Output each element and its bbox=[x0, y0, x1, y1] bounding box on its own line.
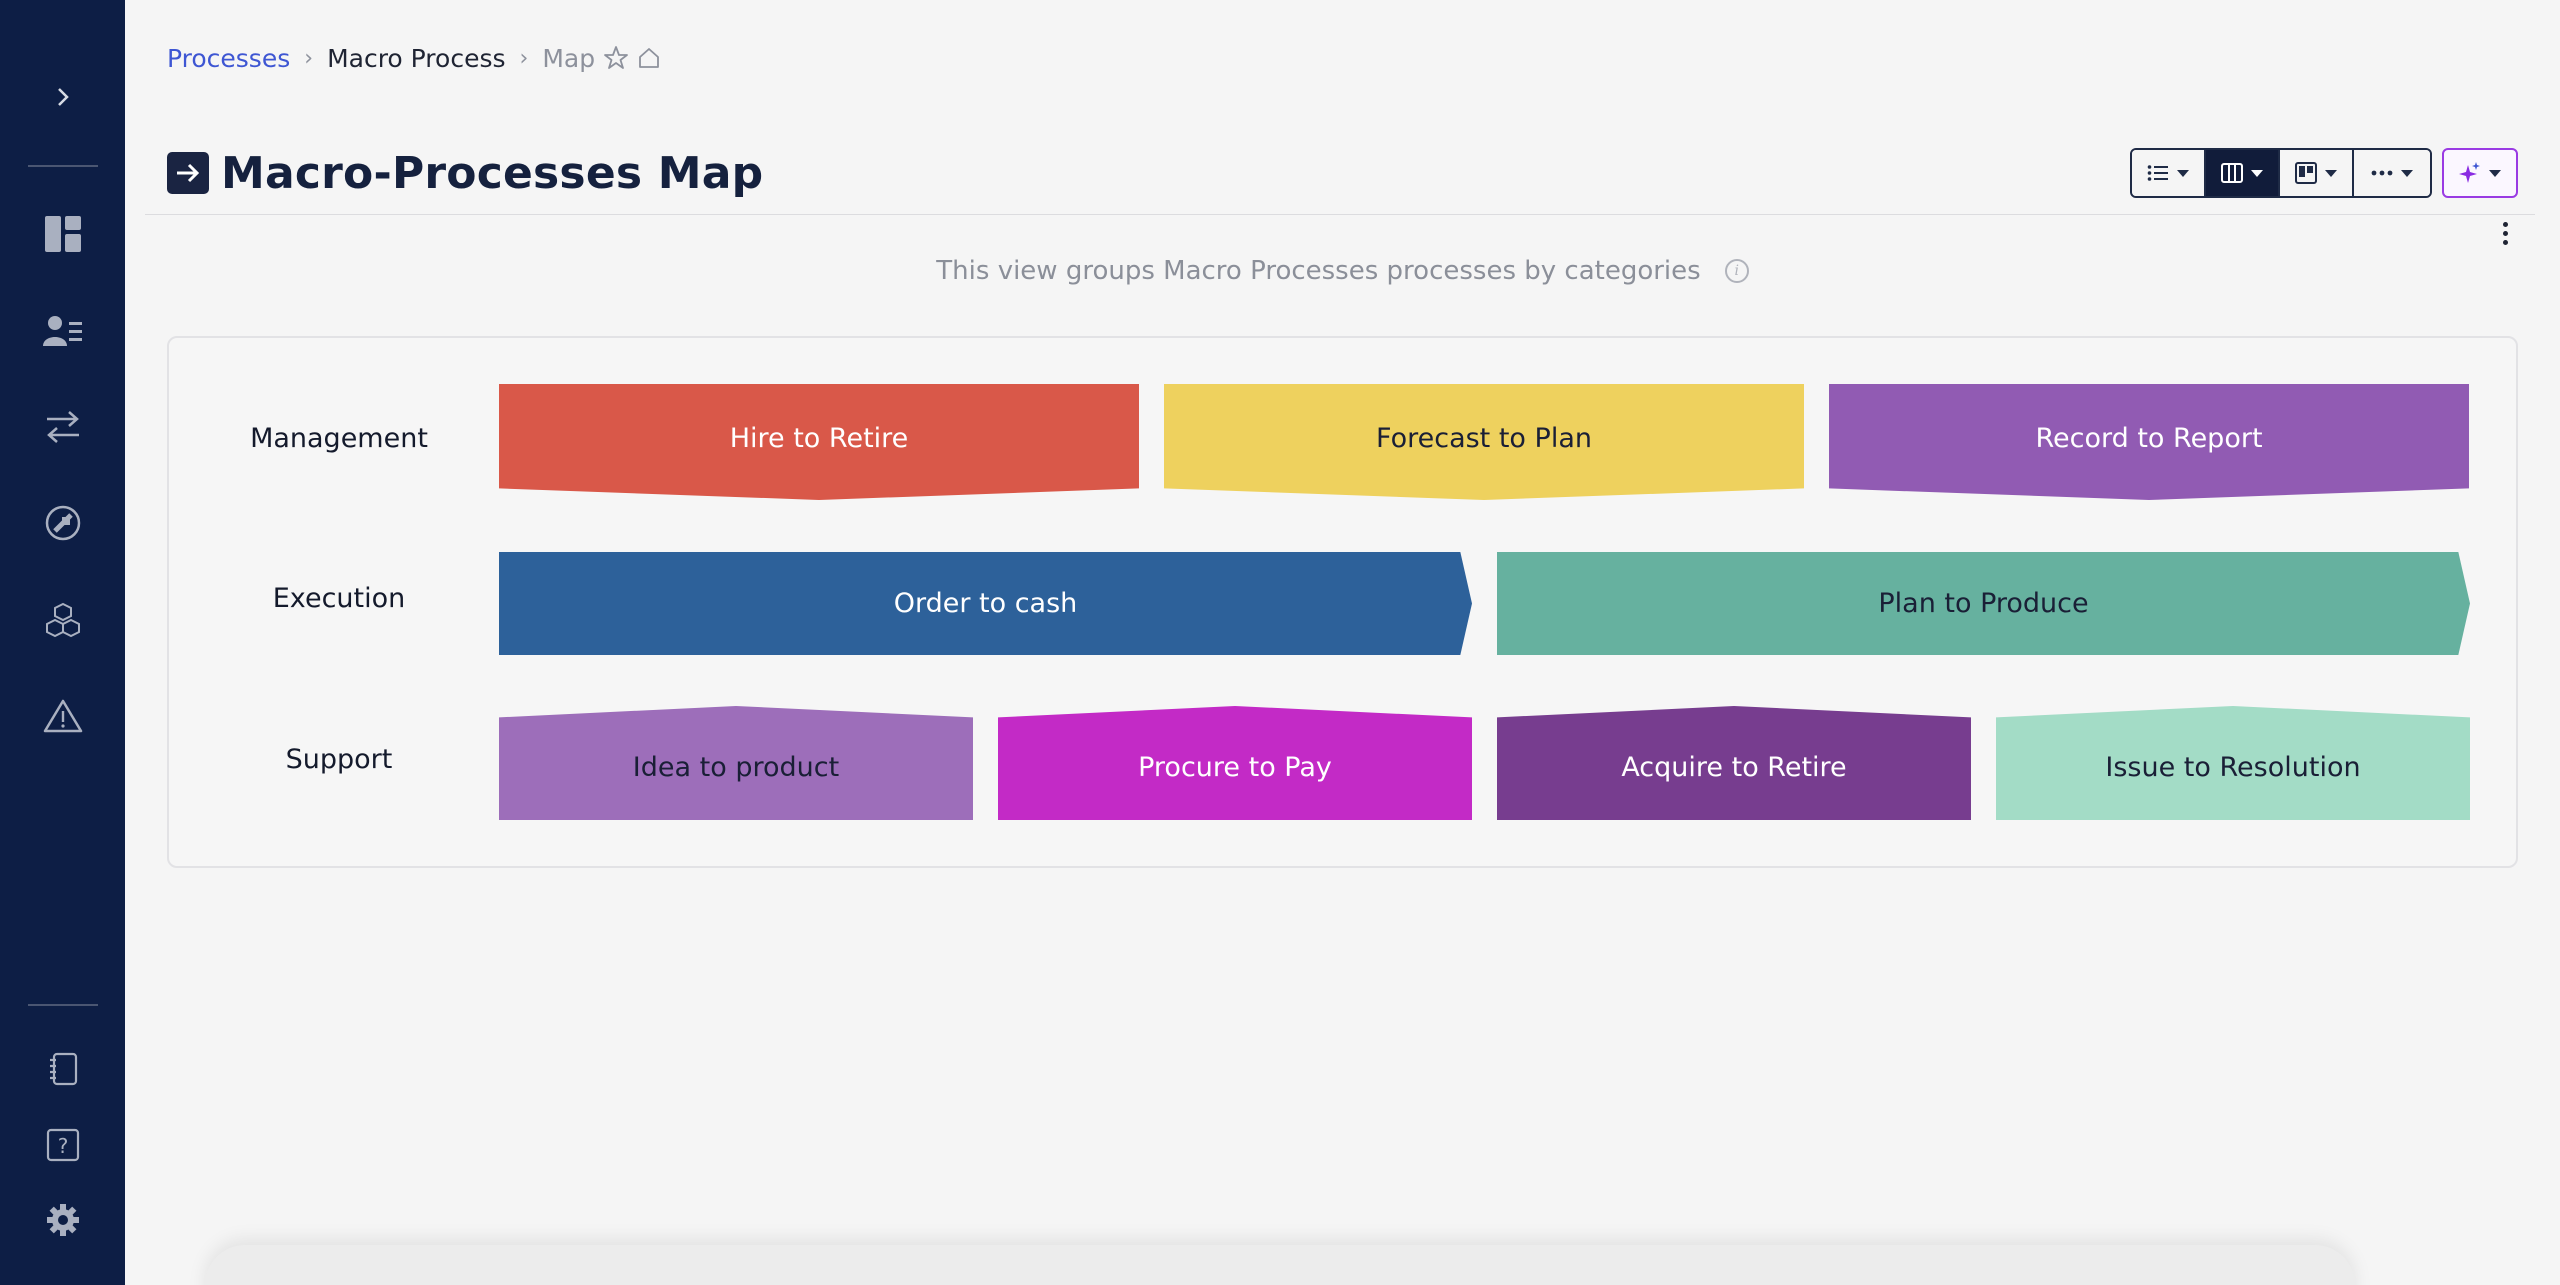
help-icon: ? bbox=[46, 1128, 79, 1162]
arrow-right-icon bbox=[167, 152, 209, 194]
process-label: Order to cash bbox=[893, 588, 1078, 619]
row-label-execution: Execution bbox=[272, 583, 406, 614]
chevron-right-icon bbox=[57, 88, 69, 106]
process-label: Plan to Produce bbox=[1878, 588, 2089, 619]
info-icon[interactable]: i bbox=[1724, 259, 1749, 283]
sidebar-item-settings[interactable] bbox=[0, 1190, 125, 1250]
plug-icon bbox=[45, 505, 80, 541]
process-label: Hire to Retire bbox=[729, 422, 909, 454]
breadcrumb-separator: › bbox=[304, 45, 314, 71]
breadcrumb: Processes › Macro Process › Map bbox=[167, 40, 661, 76]
view-description-text: This view groups Macro Processes process… bbox=[936, 256, 1701, 286]
sidebar-item-help[interactable]: ? bbox=[0, 1115, 125, 1175]
svg-text:?: ? bbox=[57, 1134, 68, 1158]
ai-assistant-button[interactable] bbox=[2442, 148, 2518, 198]
kebab-dot bbox=[2502, 221, 2508, 227]
sidebar: ? bbox=[0, 0, 125, 1285]
kebab-dot bbox=[2502, 239, 2508, 245]
sidebar-divider bbox=[28, 165, 98, 167]
set-home-button[interactable] bbox=[637, 46, 661, 70]
breadcrumb-separator: › bbox=[519, 45, 529, 71]
process-label: Record to Report bbox=[2035, 422, 2263, 454]
sidebar-item-integrations[interactable] bbox=[0, 493, 125, 553]
main-content: Processes › Macro Process › Map Macro-Pr… bbox=[125, 0, 2560, 1285]
more-options-button[interactable] bbox=[2495, 218, 2515, 248]
process-record-to-report[interactable]: Record to Report bbox=[1829, 384, 2469, 500]
list-icon bbox=[2147, 165, 2168, 181]
gear-icon bbox=[46, 1204, 79, 1236]
more-views-button[interactable] bbox=[2354, 150, 2430, 196]
sidebar-item-risks[interactable] bbox=[0, 686, 125, 746]
users-list-icon bbox=[42, 316, 82, 346]
process-label: Acquire to Retire bbox=[1621, 751, 1847, 783]
process-order-to-cash[interactable]: Order to cash bbox=[499, 552, 1472, 655]
process-hire-to-retire[interactable]: Hire to Retire bbox=[499, 384, 1139, 500]
warning-icon bbox=[43, 699, 82, 733]
favorite-star-button[interactable] bbox=[603, 45, 629, 71]
process-label: Issue to Resolution bbox=[2105, 751, 2361, 783]
page-title: Macro-Processes Map bbox=[221, 147, 764, 199]
chevron-down-icon bbox=[2177, 169, 2189, 177]
process-label: Procure to Pay bbox=[1138, 751, 1332, 783]
process-acquire-to-retire[interactable]: Acquire to Retire bbox=[1497, 706, 1971, 820]
more-horizontal-icon bbox=[2371, 170, 2393, 176]
page-header: Macro-Processes Map bbox=[167, 147, 764, 199]
board-icon bbox=[2295, 162, 2317, 184]
bottom-drawer-handle[interactable] bbox=[205, 1245, 2355, 1285]
sidebar-item-flows[interactable] bbox=[0, 397, 125, 457]
chevron-down-icon bbox=[2489, 169, 2501, 177]
process-issue-to-resolution[interactable]: Issue to Resolution bbox=[1996, 706, 2470, 820]
breadcrumb-processes[interactable]: Processes bbox=[167, 43, 291, 73]
row-label-management: Management bbox=[250, 423, 428, 454]
notebook-icon bbox=[49, 1052, 77, 1086]
kebab-dot bbox=[2502, 230, 2508, 236]
chevron-down-icon bbox=[2251, 169, 2263, 177]
sidebar-expand-button[interactable] bbox=[0, 67, 125, 127]
breadcrumb-macro-process[interactable]: Macro Process bbox=[327, 43, 506, 73]
sidebar-divider-bottom bbox=[28, 1004, 98, 1006]
view-switcher bbox=[2130, 148, 2432, 198]
sidebar-item-dashboard[interactable] bbox=[0, 204, 125, 264]
process-idea-to-product[interactable]: Idea to product bbox=[499, 706, 973, 820]
chevron-down-icon bbox=[2325, 169, 2337, 177]
process-map: Management Hire to Retire Forecast to Pl… bbox=[167, 336, 2518, 868]
dashboard-icon bbox=[44, 216, 81, 252]
star-icon bbox=[604, 46, 628, 69]
header-divider bbox=[145, 214, 2535, 215]
view-description: This view groups Macro Processes process… bbox=[125, 256, 2560, 286]
row-label-support: Support bbox=[285, 744, 393, 775]
columns-view-button[interactable] bbox=[2206, 150, 2280, 196]
columns-icon bbox=[2221, 163, 2243, 183]
chevron-down-icon bbox=[2401, 169, 2413, 177]
sidebar-item-notebook[interactable] bbox=[0, 1040, 125, 1100]
sparkles-icon bbox=[2459, 162, 2480, 183]
process-forecast-to-plan[interactable]: Forecast to Plan bbox=[1164, 384, 1804, 500]
process-plan-to-produce[interactable]: Plan to Produce bbox=[1497, 552, 2470, 655]
process-label: Idea to product bbox=[632, 751, 840, 783]
list-view-button[interactable] bbox=[2132, 150, 2206, 196]
cubes-icon bbox=[45, 602, 80, 638]
breadcrumb-map: Map bbox=[542, 43, 596, 73]
process-procure-to-pay[interactable]: Procure to Pay bbox=[998, 706, 1472, 820]
sidebar-item-users[interactable] bbox=[0, 301, 125, 361]
arrows-exchange-icon bbox=[46, 411, 79, 443]
home-icon bbox=[639, 48, 659, 68]
sidebar-item-components[interactable] bbox=[0, 590, 125, 650]
board-view-button[interactable] bbox=[2280, 150, 2354, 196]
process-label: Forecast to Plan bbox=[1376, 422, 1592, 454]
